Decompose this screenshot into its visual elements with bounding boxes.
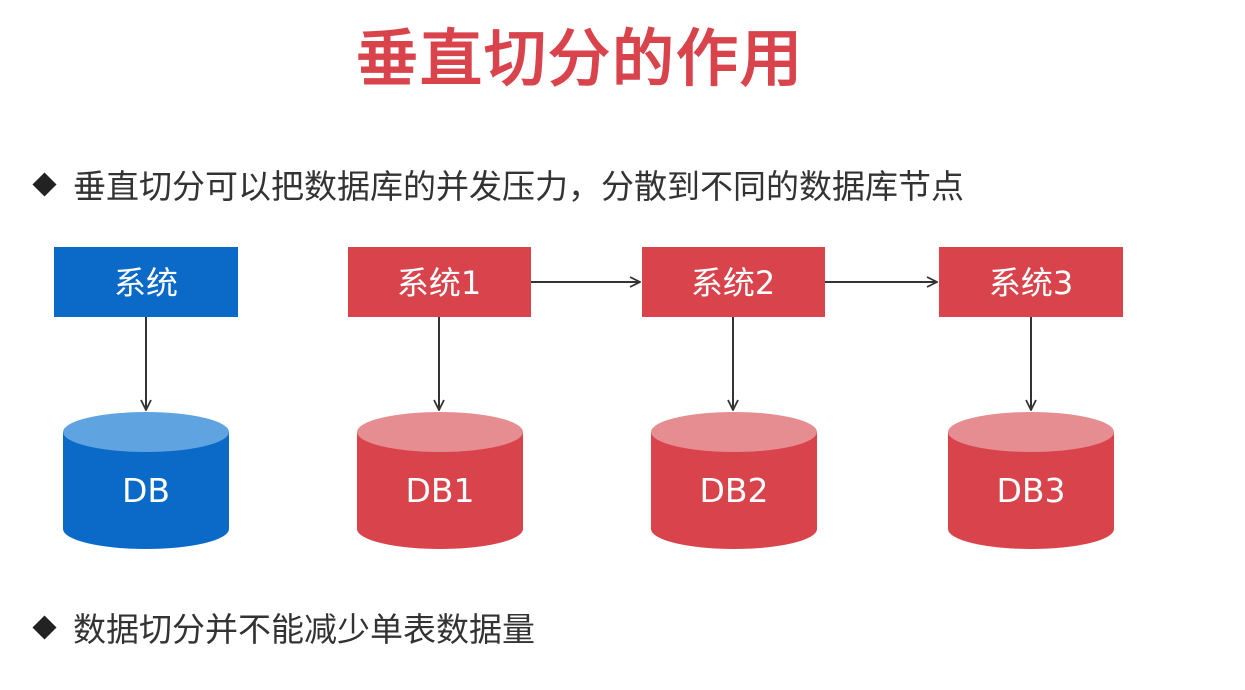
bullet-text-2: 数据切分并不能减少单表数据量 [73,610,535,649]
bullet-point-1: 垂直切分可以把数据库的并发压力，分散到不同的数据库节点 [32,160,964,208]
system-1-label: 系统1 [397,264,481,302]
diamond-bullet-icon [32,614,57,640]
database-2-label: DB2 [699,471,768,510]
system-box [54,247,238,317]
single-system-group: 系统 DB [54,247,238,549]
database-1-label: DB1 [405,471,474,510]
page-title: 垂直切分的作用 [355,22,804,95]
bullet-point-2: 数据切分并不能减少单表数据量 [32,603,535,651]
database-cylinder: DB [63,412,229,549]
database-3-label: DB3 [996,471,1065,510]
database-3-cylinder: DB3 [948,412,1114,549]
database-label: DB [122,471,170,510]
system-2-box [642,247,825,317]
system-box-label: 系统 [114,264,178,302]
split-system-2-group: 系统2 DB2 [642,247,825,549]
system-2-label: 系统2 [691,264,775,302]
split-system-3-group: 系统3 DB3 [939,247,1123,549]
database-2-cylinder: DB2 [651,412,817,549]
split-system-1-group: 系统1 DB1 [348,247,531,549]
system-3-box [939,247,1123,317]
system-3-label: 系统3 [989,264,1073,302]
database-1-cylinder: DB1 [357,412,523,549]
bullet-text-1: 垂直切分可以把数据库的并发压力，分散到不同的数据库节点 [73,167,964,206]
system-1-box [348,247,531,317]
